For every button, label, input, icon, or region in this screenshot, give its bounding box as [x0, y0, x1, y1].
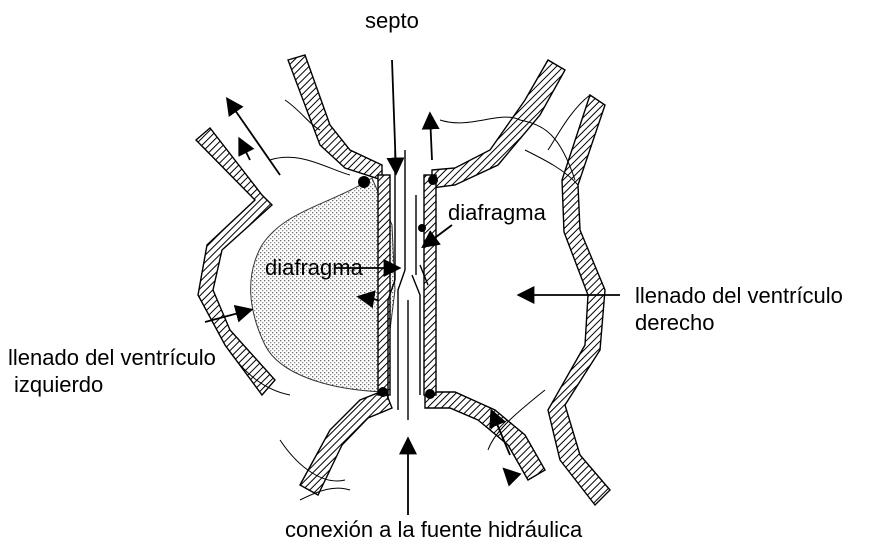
right-wall — [548, 95, 610, 505]
left-ventricle-filling-label-line2: izquierdo — [14, 372, 103, 397]
left-ventricle-chamber — [251, 178, 395, 392]
left-ventricle-filling-label-line1: llenado del ventrículo — [8, 345, 216, 370]
anchor-dot — [418, 224, 426, 232]
top-right-wall — [432, 60, 565, 188]
bottom-left-wall — [300, 390, 392, 495]
anchor-dot — [378, 387, 388, 397]
right-ventricle-filling-label-line1: llenado del ventrículo — [635, 283, 843, 308]
anchor-dot — [425, 389, 435, 399]
anchor-dot — [358, 176, 370, 188]
arrow-bottom-right-small — [505, 470, 515, 480]
anchor-dot — [428, 175, 438, 185]
arrow-top-left-short — [240, 140, 250, 160]
right-ventricle-filling-label-line2: derecho — [635, 310, 715, 335]
diaphragm-left-label: diafragma — [265, 255, 364, 280]
septum-structure — [378, 150, 436, 420]
hydraulic-connection-label: conexión a la fuente hidráulica — [285, 517, 583, 542]
septum-label: septo — [365, 8, 419, 33]
arrow-up-top — [430, 115, 432, 160]
arrow-septum-label — [392, 60, 396, 172]
diaphragm-right-label: diafragma — [448, 200, 547, 225]
top-left-wall — [288, 55, 382, 180]
